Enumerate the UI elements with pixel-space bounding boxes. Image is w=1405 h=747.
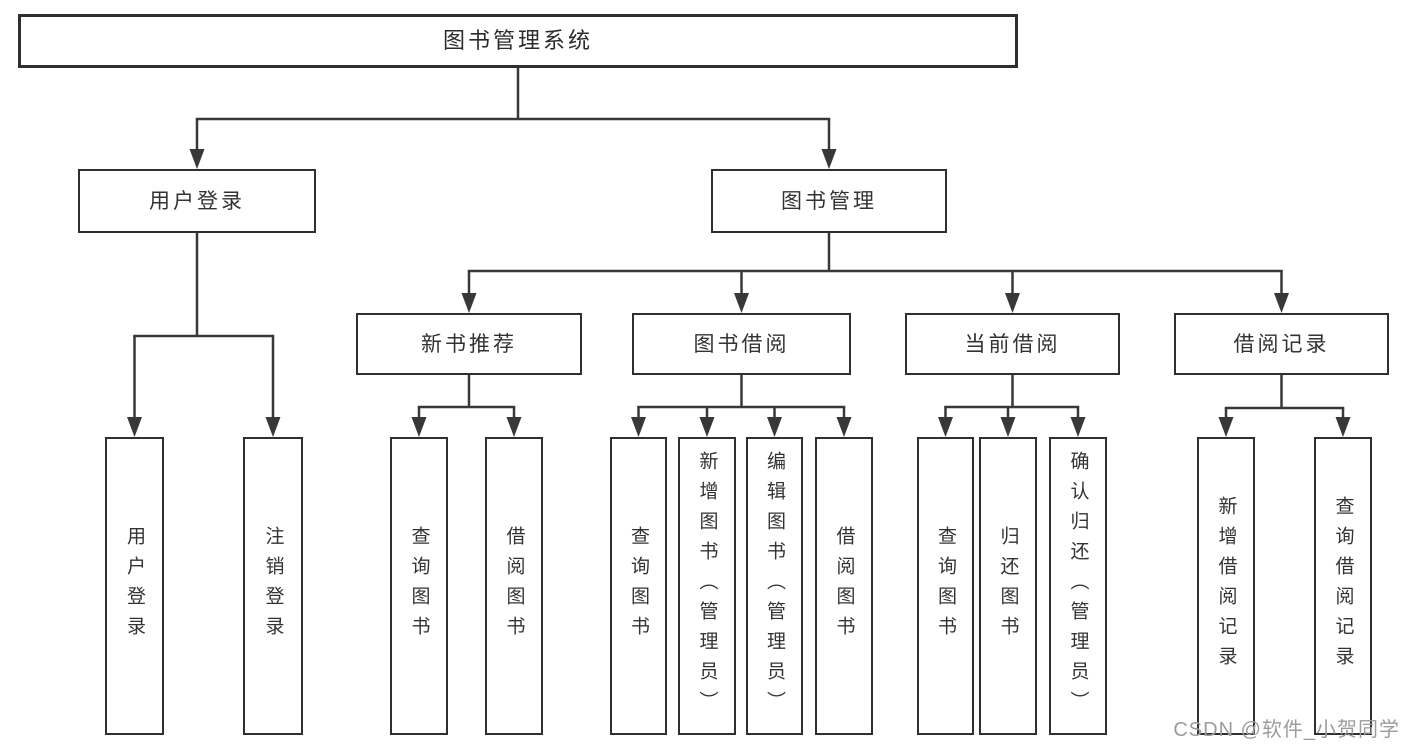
leaf-newrec-borrow-books: 借阅图书	[485, 437, 543, 735]
leaf-logout: 注销登录	[243, 437, 303, 735]
leaf-current-query-books: 查询图书	[917, 437, 974, 735]
leaf-borrow-edit-books-admin: 编辑图书（管理员）	[746, 437, 803, 735]
node-borrowing-records: 借阅记录	[1174, 313, 1389, 375]
leaf-current-confirm-return-admin: 确认归还（管理员）	[1049, 437, 1107, 735]
node-current-borrowing: 当前借阅	[905, 313, 1120, 375]
leaf-newrec-query-books: 查询图书	[390, 437, 448, 735]
node-library-management-system: 图书管理系统	[18, 14, 1018, 68]
node-book-management: 图书管理	[711, 169, 947, 233]
node-user-login: 用户登录	[78, 169, 316, 233]
node-book-borrowing: 图书借阅	[632, 313, 851, 375]
node-new-book-recommendation: 新书推荐	[356, 313, 582, 375]
csdn-watermark: CSDN @软件_小贺同学	[1173, 719, 1400, 741]
leaf-borrow-add-books-admin: 新增图书（管理员）	[678, 437, 736, 735]
leaf-borrow-borrow-books: 借阅图书	[815, 437, 873, 735]
leaf-borrow-query-books: 查询图书	[610, 437, 667, 735]
leaf-records-add-record: 新增借阅记录	[1197, 437, 1255, 735]
leaf-current-return-books: 归还图书	[979, 437, 1037, 735]
leaf-records-query-record: 查询借阅记录	[1314, 437, 1372, 735]
leaf-user-login: 用户登录	[105, 437, 164, 735]
